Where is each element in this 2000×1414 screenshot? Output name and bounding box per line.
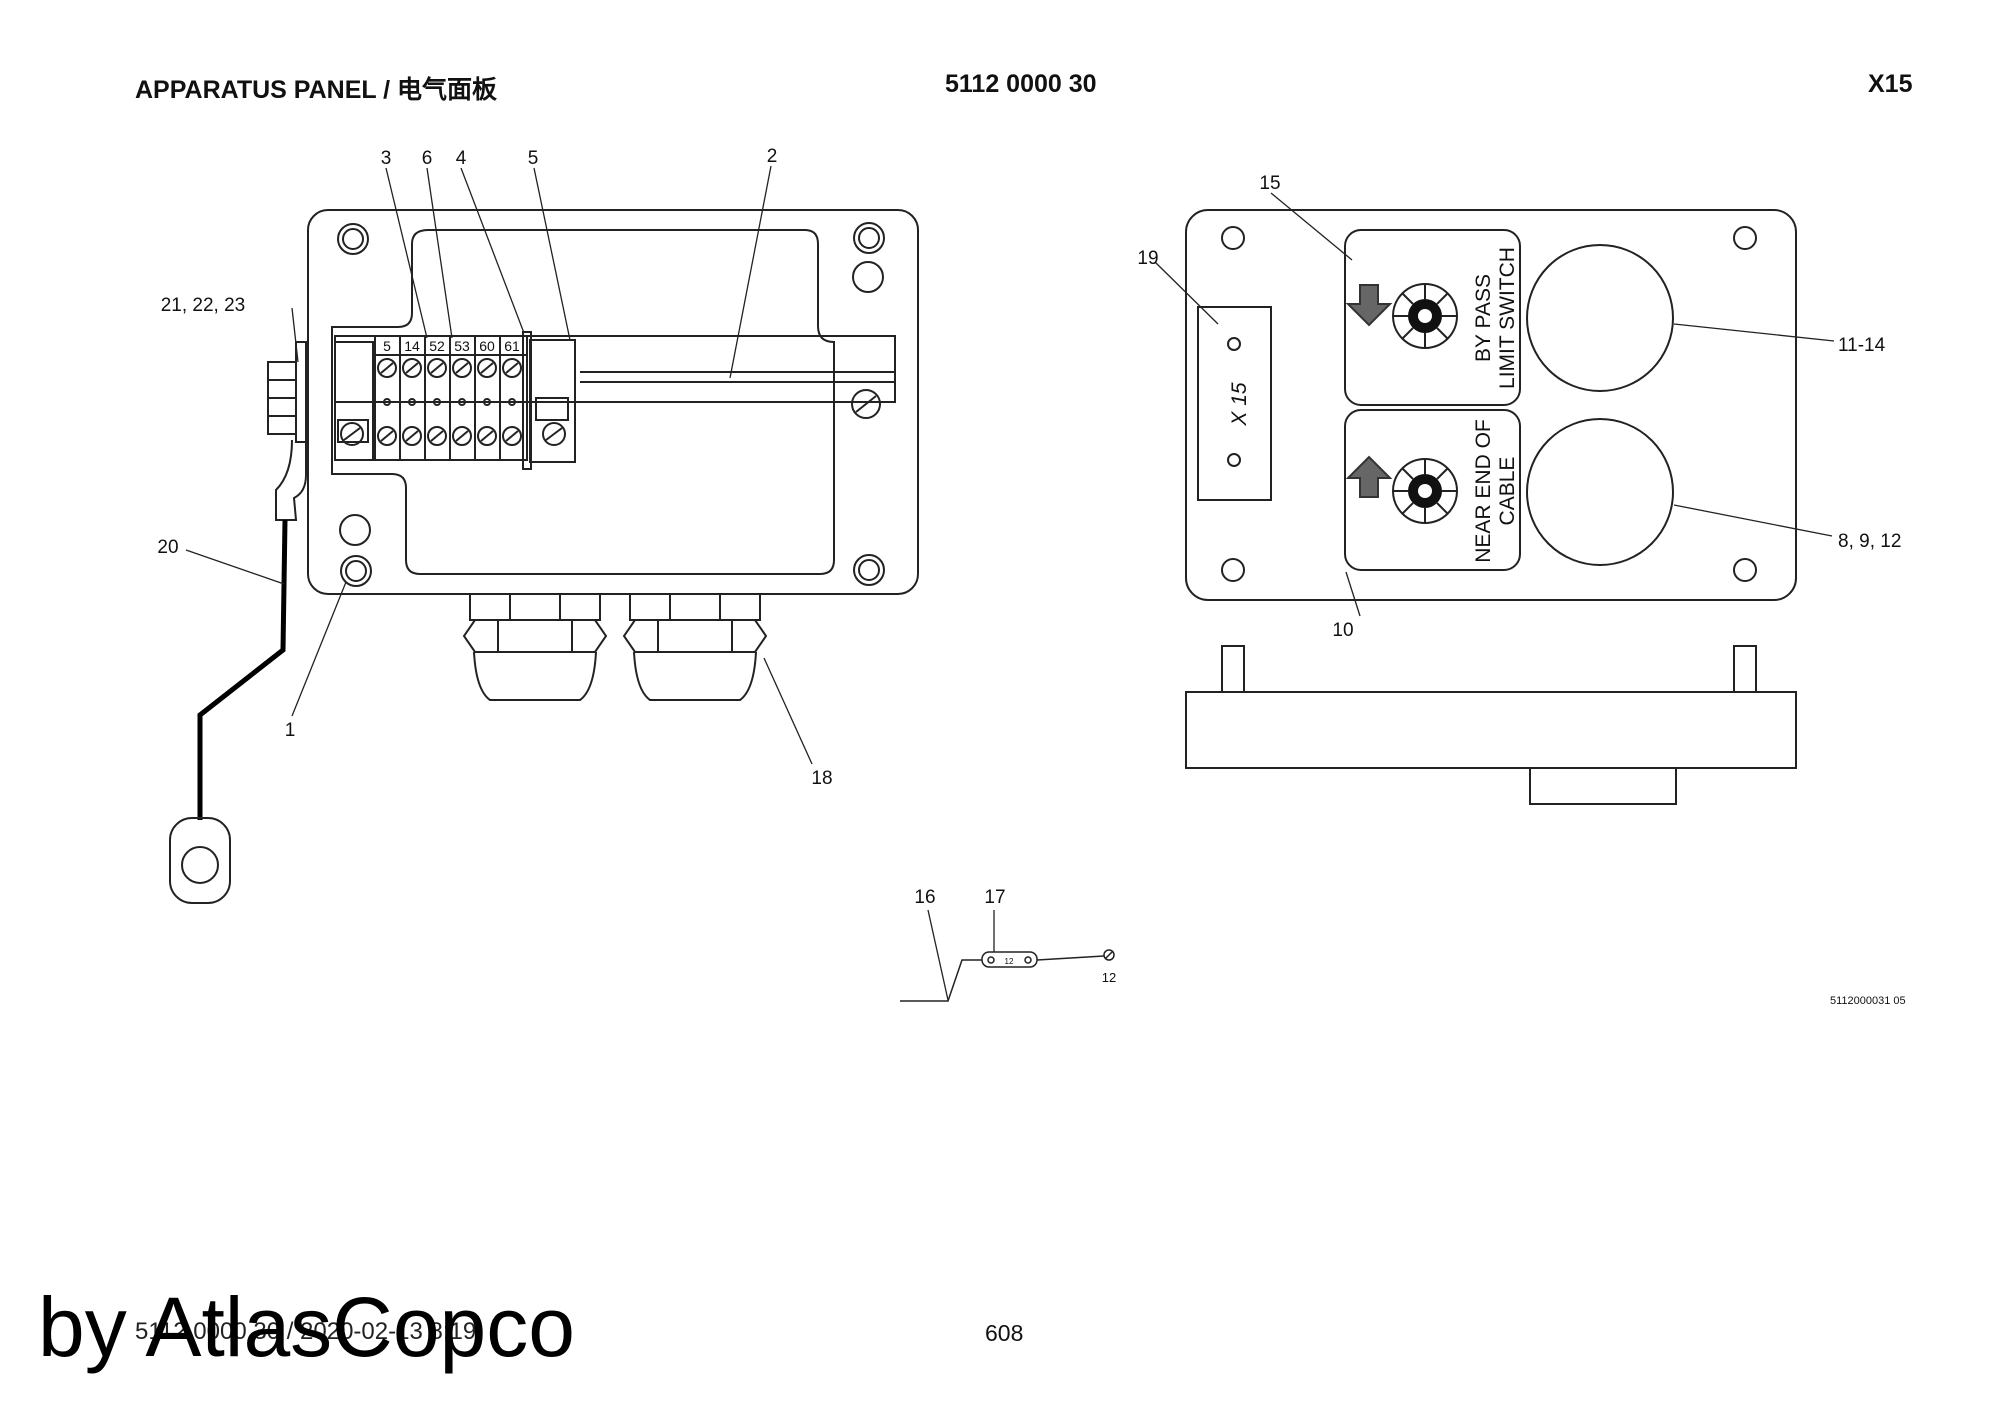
terminal-number: 14 [404, 338, 420, 354]
front-panel [1185, 209, 1797, 805]
leader-lines [185, 165, 1835, 1001]
callout-label: 10 [1332, 620, 1353, 641]
wire-end-label: 12 [1102, 970, 1116, 985]
callout-label: 20 [157, 537, 178, 558]
callout-label: 8, 9, 12 [1838, 531, 1901, 552]
callout-label: 2 [767, 146, 778, 167]
wire-marker-text: 12 [1005, 957, 1014, 966]
callout-label: 4 [456, 148, 467, 169]
footer-code: 5112 0000 30 / 2020-02-13 8:19 [135, 1318, 477, 1345]
terminal-number: 5 [383, 338, 391, 354]
switch-label: NEAR END OF [1472, 419, 1495, 563]
page-number: 608 [985, 1320, 1024, 1346]
callout-label: 17 [984, 887, 1005, 908]
callout-label: 11-14 [1838, 335, 1886, 356]
watermark: by AtlasCopco [38, 1280, 575, 1374]
page-title: APPARATUS PANEL / 电气面板 [135, 76, 498, 104]
callout-label: 21, 22, 23 [161, 295, 246, 316]
switch-label: CABLE [1496, 457, 1519, 526]
callout-label: 1 [285, 720, 296, 741]
wire-detail [900, 949, 1115, 1002]
callout-label: 15 [1259, 173, 1280, 194]
terminal-number: 60 [479, 338, 495, 354]
callout-label: 3 [381, 148, 392, 169]
callout-label: 16 [914, 887, 935, 908]
callout-label: 6 [422, 148, 433, 169]
terminal-number: 52 [429, 338, 445, 354]
terminal-number: 53 [454, 338, 470, 354]
switch-label: LIMIT SWITCH [1496, 247, 1519, 389]
plate-label: X 15 [1228, 382, 1251, 427]
terminal-number: 61 [504, 338, 520, 354]
callout-label: 19 [1137, 248, 1158, 269]
part-number: 5112 0000 30 [945, 70, 1097, 98]
callout-label: 5 [528, 148, 539, 169]
designation: X15 [1868, 70, 1913, 98]
drawing-number: 5112000031 05 [1830, 995, 1906, 1007]
junction-box [169, 209, 919, 904]
switch-label: BY PASS [1472, 274, 1495, 362]
callout-label: 18 [811, 768, 832, 789]
